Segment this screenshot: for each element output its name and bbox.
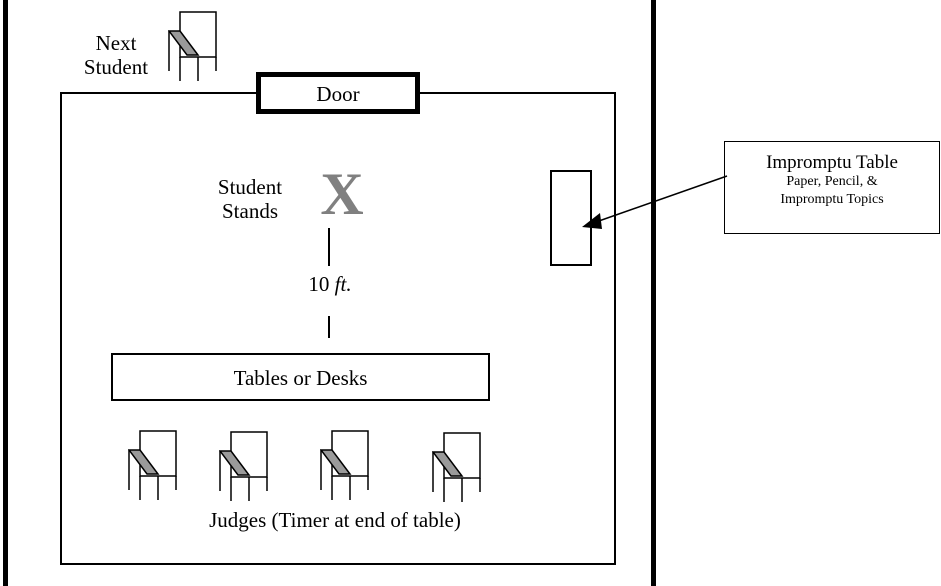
next-student-label: Next Student [74,31,158,79]
distance-label: 10 ft. [290,272,370,296]
student-position-mark: X [320,161,364,227]
student-stands-line-2: Stands [221,199,278,223]
door: Door [256,72,420,114]
distance-line-bottom [328,316,330,338]
impromptu-detail-line-2: Impromptu Topics [780,192,884,207]
chair-icon [432,432,481,502]
right-wall [651,0,656,586]
judges-label: Judges (Timer at end of table) [209,508,461,532]
judges-table: Tables or Desks [111,353,490,401]
distance-value: 10 [308,272,335,296]
chair-icon [128,430,177,500]
door-label: Door [316,82,360,106]
student-stands-line-1: Student [217,175,283,199]
impromptu-table-callout: Impromptu Table Paper, Pencil, & Impromp… [724,141,940,234]
distance-unit: ft. [334,272,352,296]
student-stands-label: Student Stands [200,175,300,223]
left-wall [3,0,8,586]
impromptu-detail-line-1: Paper, Pencil, & [786,174,878,189]
next-student-line-2: Student [83,55,149,79]
judges-table-label: Tables or Desks [233,366,368,390]
chair-icon [168,11,217,81]
next-student-line-1: Next [95,31,137,55]
impromptu-table-in-room [550,170,592,266]
impromptu-table-title: Impromptu Table [766,152,898,173]
chair-icon [320,430,369,500]
chair-icon [219,431,268,501]
distance-line-top [328,228,330,266]
